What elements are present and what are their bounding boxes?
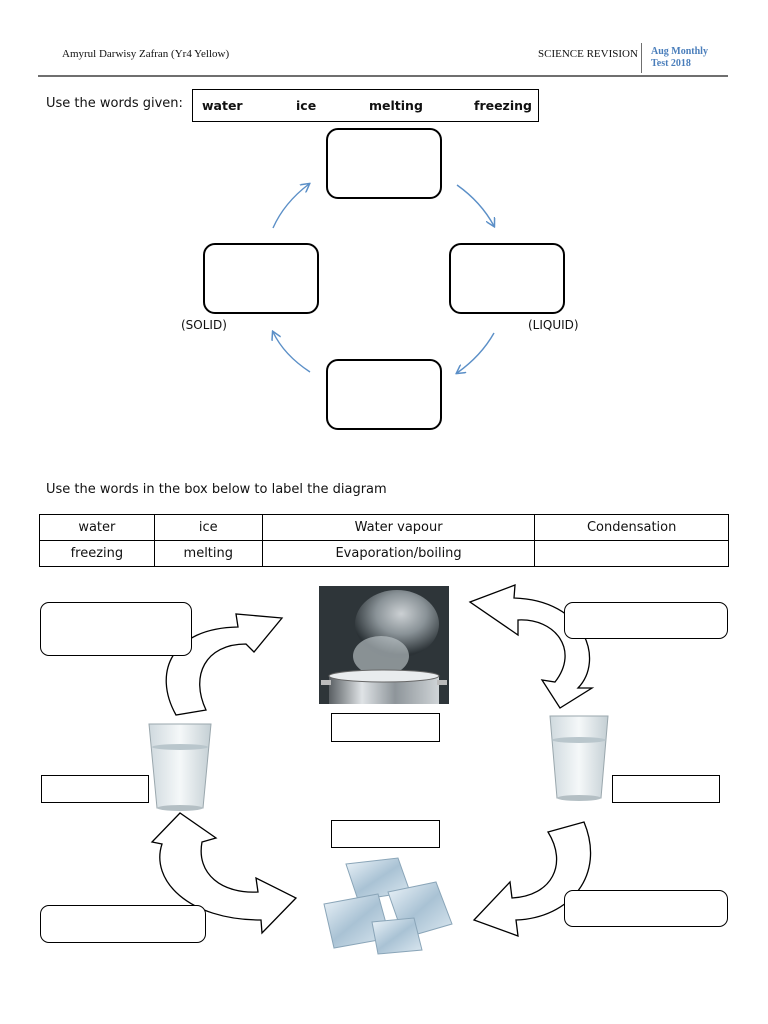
curved-arrow-icon: [468, 584, 595, 709]
table-row: freezing melting Evaporation/boiling: [39, 540, 729, 567]
solid-label: (SOLID): [181, 318, 227, 332]
table-cell: Condensation: [534, 514, 729, 541]
label-box-top-left[interactable]: [40, 602, 192, 656]
arrow-bottom-to-left: [273, 332, 311, 373]
cycle-box-top[interactable]: [326, 128, 442, 199]
table-cell: [534, 540, 729, 567]
curved-arrow-icon: [165, 613, 284, 716]
arrow-left-to-top: [272, 184, 309, 229]
cycle-arrows: [0, 0, 768, 460]
table-cell: Water vapour: [261, 514, 536, 541]
table-cell: ice: [153, 514, 263, 541]
test-label-line2: Test 2018: [651, 58, 691, 69]
label-box-bottom-right[interactable]: [564, 890, 728, 927]
label-box-steam[interactable]: [331, 713, 440, 742]
label-box-bottom-left[interactable]: [40, 905, 206, 943]
curved-arrow-icon: [472, 821, 592, 937]
glass-of-water-image: [549, 715, 609, 801]
test-label: Aug Monthly Test 2018: [651, 46, 708, 70]
table-cell: Evaporation/boiling: [261, 540, 536, 567]
header-rule: [38, 75, 728, 77]
table-cell: melting: [153, 540, 263, 567]
word-bank-word: water: [202, 98, 243, 113]
word-bank-word: melting: [369, 98, 423, 113]
student-name: Amyrul Darwisy Zafran (Yr4 Yellow): [62, 48, 230, 60]
ice-cubes-image: [323, 857, 453, 955]
test-label-line1: Aug Monthly: [651, 46, 708, 57]
label-box-left-glass[interactable]: [41, 775, 149, 803]
arrow-right-to-bottom: [457, 332, 495, 373]
cycle-box-bottom[interactable]: [326, 359, 442, 430]
cycle-box-right[interactable]: [449, 243, 565, 314]
label-box-ice[interactable]: [331, 820, 440, 848]
section2-instruction: Use the words in the box below to label …: [46, 482, 387, 497]
table-cell: water: [39, 514, 155, 541]
curved-arrow-icon: [150, 812, 298, 935]
cycle-box-left[interactable]: [203, 243, 319, 314]
subject-title: SCIENCE REVISION: [538, 48, 638, 60]
diagram-arrows: [150, 584, 595, 937]
table-cell: freezing: [39, 540, 155, 567]
header-divider: [641, 43, 642, 73]
word-table: water ice Water vapour Condensation free…: [39, 514, 729, 567]
label-box-top-right[interactable]: [564, 602, 728, 639]
word-bank-word: ice: [296, 98, 317, 113]
label-box-right-glass[interactable]: [612, 775, 720, 803]
section1-instruction: Use the words given:: [46, 96, 183, 111]
liquid-label: (LIQUID): [528, 318, 579, 332]
arrow-top-to-right: [456, 184, 494, 226]
word-bank-word: freezing: [474, 98, 532, 113]
table-row: water ice Water vapour Condensation: [39, 514, 729, 541]
glass-of-water-image: [148, 723, 212, 811]
word-bank-box: water ice melting freezing: [192, 89, 539, 122]
boiling-pot-image: [319, 586, 449, 704]
